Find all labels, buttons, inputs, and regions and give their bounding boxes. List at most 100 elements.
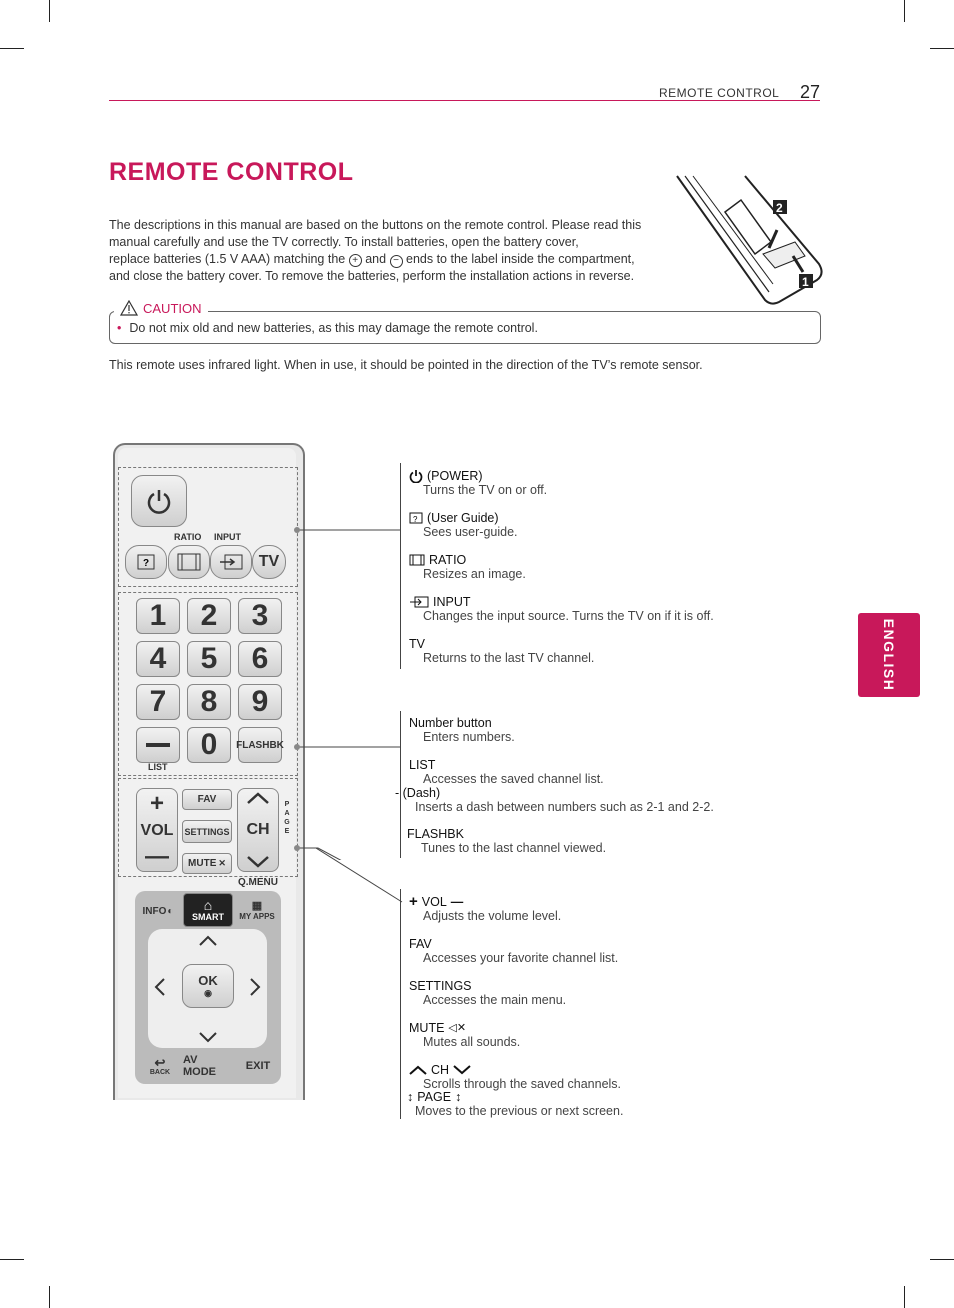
crop-mark [49,0,50,22]
my-apps-button[interactable]: ▦MY APPS [239,899,275,921]
intro-line: manual carefully and use the TV correctl… [109,235,579,249]
user-guide-entry: ?(User Guide) Sees user-guide. [409,510,801,540]
minus-circle-icon: − [389,255,403,268]
input-label: INPUT [214,532,241,542]
arrow-left-icon[interactable] [154,977,166,997]
smart-home-button[interactable]: ⌂SMART [183,893,233,927]
caution-box [109,311,821,344]
page-label: PAGE [284,801,290,835]
ratio-icon [409,554,425,565]
caution-item: •Do not mix old and new batteries, as th… [117,321,538,335]
info-icon: ◐ [167,905,174,917]
chevron-down-icon [247,856,269,868]
settings-button[interactable]: SETTINGS [182,820,232,843]
channel-rocker[interactable]: CH [237,788,279,872]
svg-text:?: ? [413,515,418,524]
ch-label: CH [246,821,270,838]
ch-entry: CH Scrolls through the saved channels. [409,1062,801,1092]
number-button-5[interactable]: 5 [187,641,231,677]
flashbk-entry: FLASHBK Tunes to the last channel viewed… [407,826,607,856]
battery-step-label: 2 [776,201,783,215]
description-group-3: +VOL— Adjusts the volume level. FAV Acce… [400,889,801,1119]
crop-mark [904,1286,905,1308]
number-button-8[interactable]: 8 [187,684,231,720]
arrow-down-icon[interactable] [198,1031,218,1043]
intro-paragraph: The descriptions in this manual are base… [109,217,699,285]
mute-button[interactable]: MUTE✕ [182,853,232,874]
header-rule [109,100,820,101]
tv-button[interactable]: TV [252,545,286,579]
number-button-1[interactable]: 1 [136,598,180,634]
header-section: REMOTE CONTROL [659,86,780,100]
ratio-button[interactable] [168,545,210,579]
dash-entry: - (Dash) Inserts a dash between numbers … [395,785,714,815]
number-entry: Number button Enters numbers. [409,715,515,745]
exit-button[interactable]: EXIT [245,1060,271,1072]
battery-step-label: 1 [802,275,809,289]
minus-icon: — [450,894,464,909]
crop-mark [49,1286,50,1308]
user-guide-icon: ? [137,554,155,570]
intro-line: and close the battery cover. To remove t… [109,269,635,283]
arrow-up-icon[interactable] [198,935,218,947]
input-icon [220,554,243,570]
language-tab: ENGLISH [858,613,920,697]
mute-icon: ✕ [218,858,226,868]
group1-outline [118,467,298,587]
crop-mark [0,1259,24,1260]
page-entry: ↕PAGE↕ Moves to the previous or next scr… [407,1089,624,1119]
number-button-9[interactable]: 9 [238,684,282,720]
intro-line: The descriptions in this manual are base… [109,218,642,232]
arrow-right-icon[interactable] [249,977,261,997]
input-icon [410,596,429,607]
ratio-label: RATIO [174,532,202,542]
mute-entry: MUTE◁✕ Mutes all sounds. [409,1020,521,1050]
plus-circle-icon: + [348,254,362,267]
caution-heading: CAUTION [114,300,208,316]
chevron-up-icon [247,792,269,804]
battery-illustration: 2 1 [676,175,823,305]
page-number: 27 [800,82,821,102]
number-button-4[interactable]: 4 [136,641,180,677]
settings-entry: SETTINGS Accesses the main menu. [409,978,567,1008]
plus-icon: + [409,893,418,910]
dash-button[interactable] [136,727,180,763]
list-entry: LIST Accesses the saved channel list. [409,757,604,787]
ok-button[interactable]: OK◉ [182,964,234,1008]
number-button-6[interactable]: 6 [238,641,282,677]
page-arrow-icon: ↕ [455,1089,462,1104]
power-icon [409,469,423,483]
ratio-entry: RATIO Resizes an image. [409,552,801,582]
info-button[interactable]: INFO◐ [142,905,174,917]
description-group-1: (POWER) Turns the TV on or off. ?(User G… [400,463,801,669]
intro-line: replace batteries (1.5 V AAA) matching t… [109,252,635,268]
crop-mark [930,48,954,49]
number-button-2[interactable]: 2 [187,598,231,634]
mute-icon: ◁✕ [448,1022,467,1034]
user-guide-icon: ? [409,512,423,524]
page-arrow-icon: ↕ [407,1089,414,1104]
callout-line-3 [316,847,403,903]
fav-button[interactable]: FAV [182,789,232,810]
volume-rocker[interactable]: + VOL — [136,788,178,872]
crop-mark [904,0,905,22]
user-guide-button[interactable]: ? [125,545,167,579]
number-button-7[interactable]: 7 [136,684,180,720]
flashbk-button[interactable]: FLASHBK [236,727,284,763]
power-entry: (POWER) Turns the TV on or off. [409,468,801,498]
wheel-icon: ◉ [204,988,212,998]
page-title: REMOTE CONTROL [109,158,354,186]
input-button[interactable] [210,545,252,579]
grid-icon: ▦ [251,899,263,912]
plus-icon: + [149,790,164,817]
vol-entry: +VOL— Adjusts the volume level. [409,893,562,923]
back-button[interactable]: ↩BACK [149,1055,171,1076]
number-button-0[interactable]: 0 [187,727,231,763]
description-group-2: Number button Enters numbers. LIST Acces… [395,711,801,858]
chevron-down-icon [453,1064,471,1074]
power-button[interactable] [131,475,187,527]
av-mode-button[interactable]: AV MODE [183,1054,216,1078]
number-button-3[interactable]: 3 [238,598,282,634]
caution-label: CAUTION [143,300,202,316]
crop-mark [0,48,24,49]
